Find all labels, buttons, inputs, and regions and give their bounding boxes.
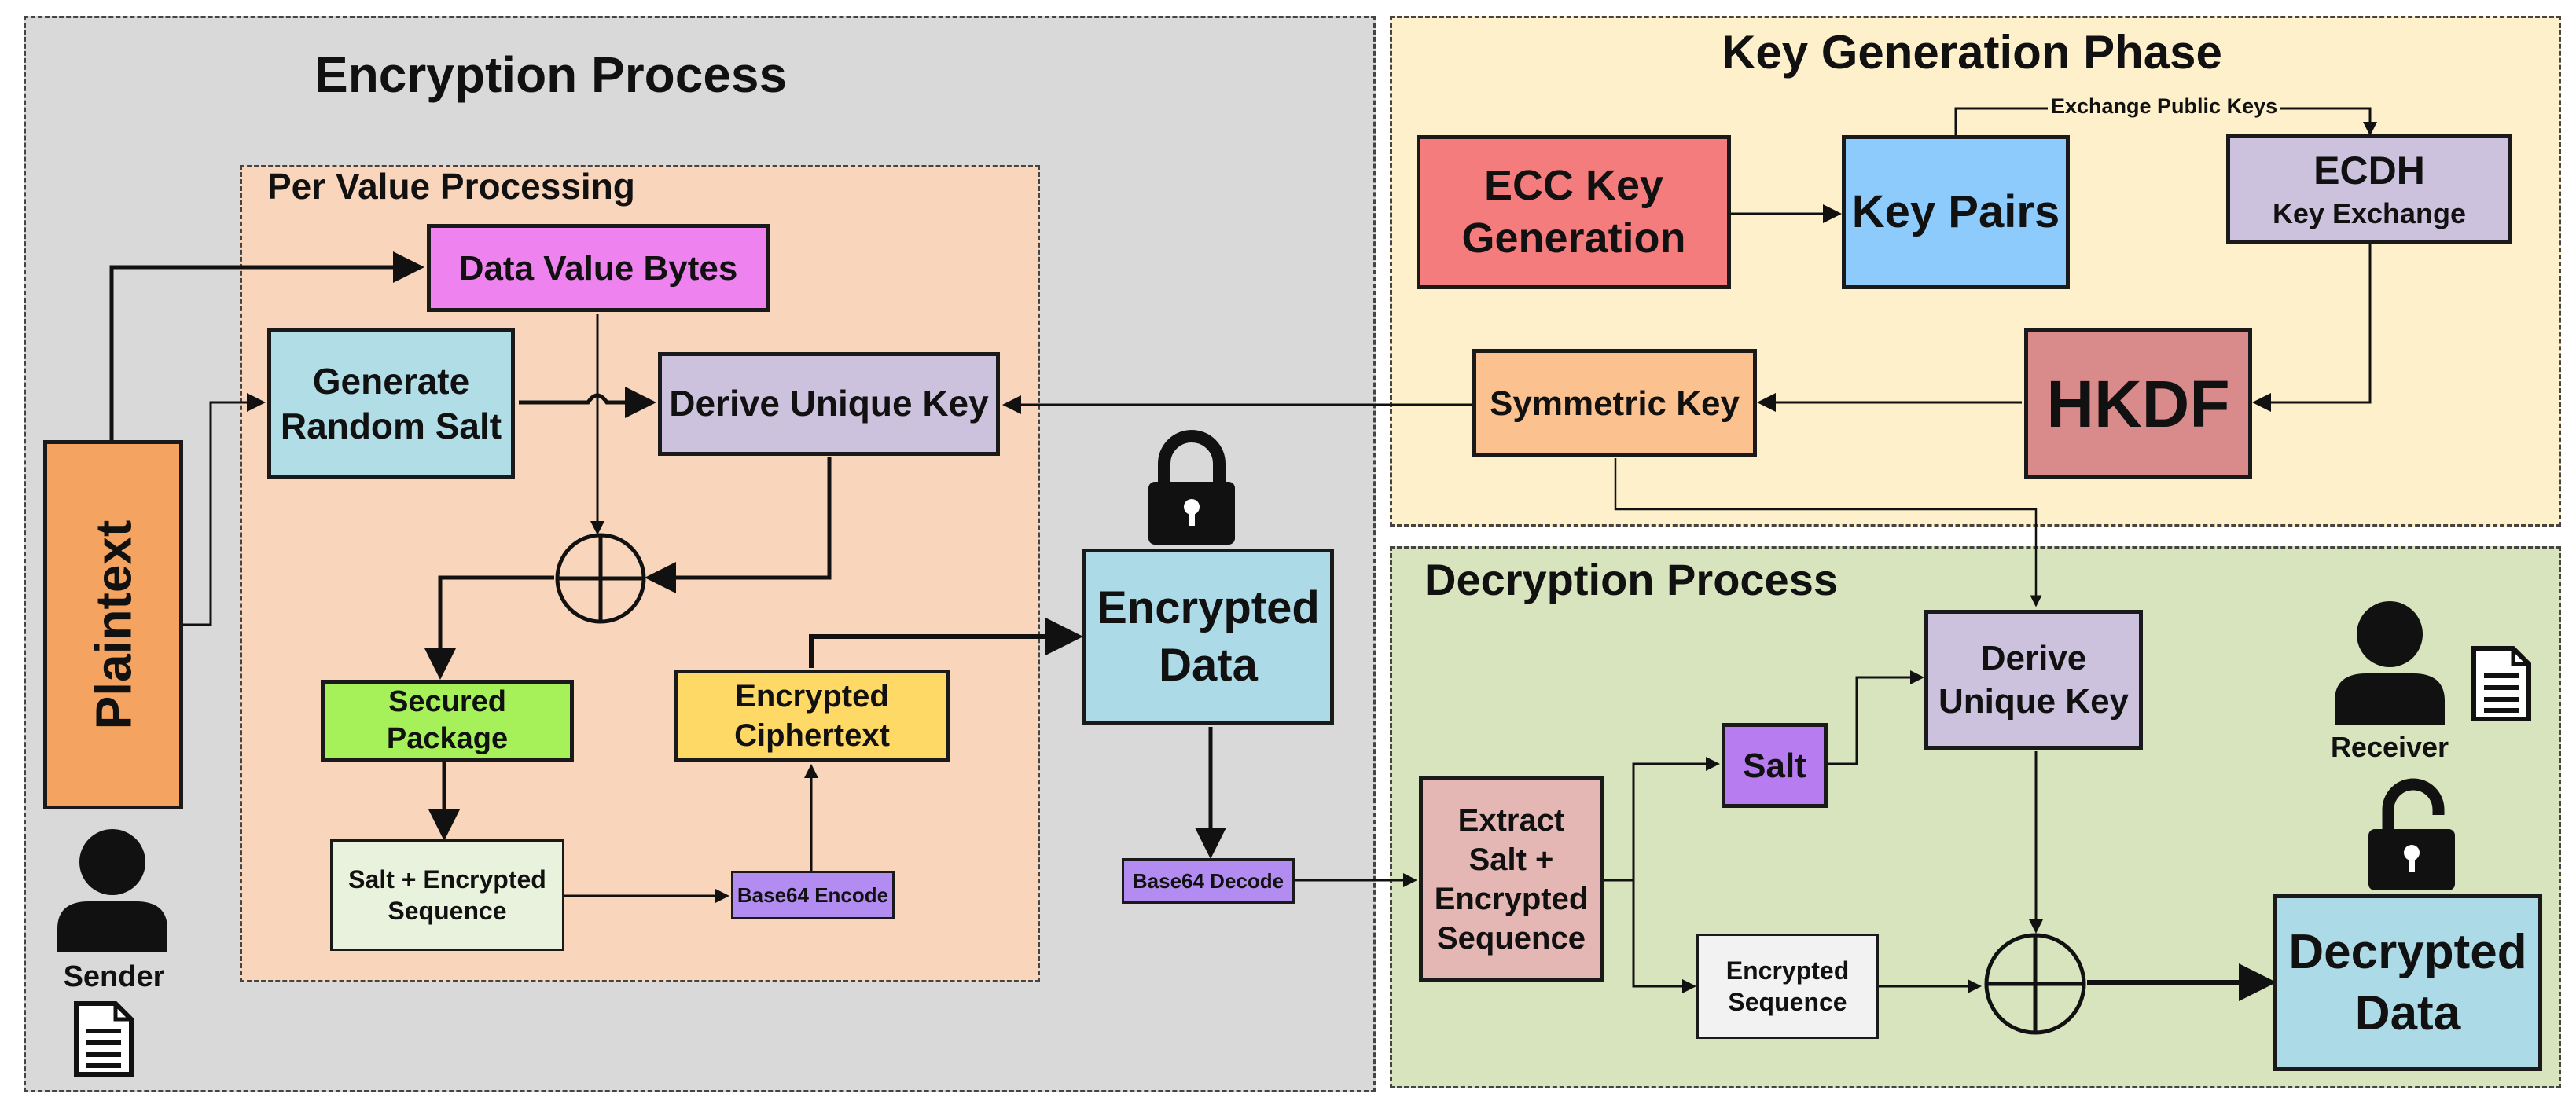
extract-salt-sequence-box: Extract Salt + Encrypted Sequence [1419,776,1604,982]
encrypted-data-label: Encrypted Data [1097,582,1320,691]
xor-icon [555,533,646,624]
data-value-bytes-label: Data Value Bytes [458,248,738,288]
lock-closed-icon [1148,430,1235,545]
ecc-key-generation-label: ECC Key Generation [1461,161,1686,262]
base64-encode-label: Base64 Encode [737,883,889,907]
decrypted-data-label: Decrypted Data [2288,925,2527,1040]
encrypted-sequence-label: Encrypted Sequence [1725,956,1850,1016]
generate-random-salt-box: Generate Random Salt [267,328,515,479]
decryption-panel-title: Decryption Process [1424,555,1838,604]
secured-package-label: Secured Package [386,684,509,756]
xor-icon [1984,933,2086,1035]
document-icon [2471,646,2531,721]
derive-unique-key-label: Derive Unique Key [669,383,989,424]
derive-unique-key-decrypt-box: Derive Unique Key [1924,610,2143,750]
encrypted-data-box: Encrypted Data [1082,549,1334,725]
salt-encrypted-sequence-box: Salt + Encrypted Sequence [330,839,564,951]
derive-unique-key-box: Derive Unique Key [658,352,1000,456]
sender-label: Sender [63,960,165,993]
encrypted-ciphertext-box: Encrypted Ciphertext [674,670,950,762]
base64-encode-box: Base64 Encode [731,871,895,919]
receiver-label: Receiver [2330,731,2449,763]
secured-package-box: Secured Package [321,680,574,762]
ecdh-subtitle: Key Exchange [2272,196,2467,229]
encrypted-sequence-box: Encrypted Sequence [1696,934,1879,1039]
generate-random-salt-label: Generate Random Salt [280,360,502,447]
person-icon [57,829,167,952]
encryption-panel-title: Encryption Process [314,46,788,103]
person-icon [2335,601,2445,725]
salt-box: Salt [1722,723,1828,808]
derive-unique-key-decrypt-label: Derive Unique Key [1938,639,2130,721]
lock-open-icon [2368,778,2455,890]
salt-encrypted-sequence-label: Salt + Encrypted Sequence [348,865,546,925]
key-pairs-label: Key Pairs [1851,185,2060,237]
per-value-panel-title: Per Value Processing [267,166,635,207]
document-icon [74,1001,134,1077]
keygen-panel-title: Key Generation Phase [1722,26,2222,79]
ecdh-title: ECDH [2313,149,2425,193]
symmetric-key-label: Symmetric Key [1490,384,1740,423]
symmetric-key-box: Symmetric Key [1472,349,1757,457]
extract-salt-sequence-label: Extract Salt + Encrypted Sequence [1434,803,1589,956]
ecc-key-generation-box: ECC Key Generation [1417,135,1731,289]
exchange-public-keys-label: Exchange Public Keys [2048,94,2281,119]
data-value-bytes-box: Data Value Bytes [427,224,770,312]
decrypted-data-box: Decrypted Data [2273,894,2542,1071]
encrypted-ciphertext-label: Encrypted Ciphertext [734,679,890,753]
salt-label: Salt [1743,746,1806,785]
hkdf-label: HKDF [2046,366,2230,441]
ecdh-box: ECDH Key Exchange [2226,134,2512,244]
key-pairs-box: Key Pairs [1842,135,2070,289]
hkdf-box: HKDF [2024,328,2252,479]
plaintext-box: Plaintext [43,440,183,809]
base64-decode-label: Base64 Decode [1132,868,1284,893]
base64-decode-box: Base64 Decode [1122,858,1295,904]
plaintext-label: Plaintext [85,519,141,730]
